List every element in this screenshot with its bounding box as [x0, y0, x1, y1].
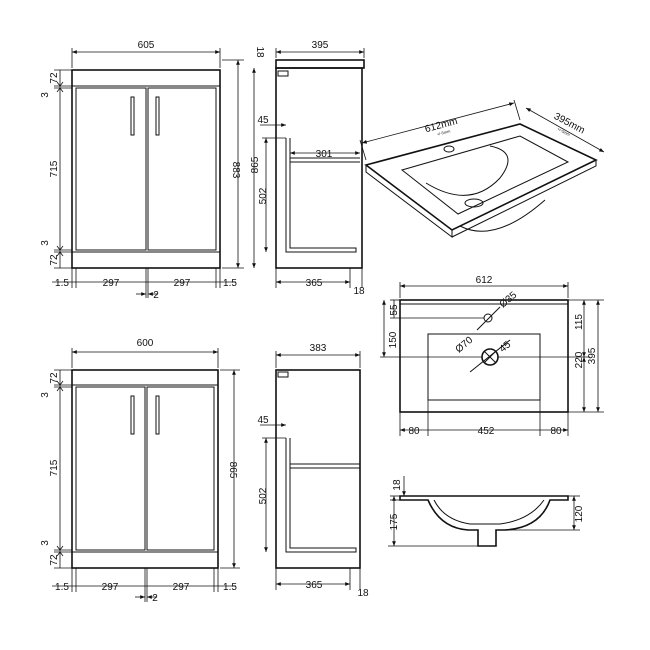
- dim-label-80-right: 80: [550, 426, 562, 437]
- dim-label-612: 612: [476, 275, 493, 286]
- top-side-worktop: [275, 59, 365, 69]
- dim-label-b-center-2: 2: [152, 593, 158, 604]
- dim-label-right-1.5: 1.5: [223, 278, 237, 289]
- dim-label-b-bottom-3: 3: [40, 540, 51, 546]
- bottom-side-body: [275, 369, 361, 569]
- basin-plan-bowl: [427, 333, 541, 401]
- dim-label-b-365: 365: [306, 580, 323, 591]
- bottom-side-label-plate: [277, 371, 289, 378]
- dim-label-395mm-tol: +/-5mm: [556, 126, 571, 137]
- dim-label-395-plan: 395: [587, 347, 598, 364]
- dim-label-b-top-3: 3: [40, 392, 51, 398]
- dim-label-18-top: 18: [254, 46, 265, 58]
- basin-section-view: 18 175 120: [388, 476, 585, 547]
- dim-label-b-door-right: 297: [173, 582, 190, 593]
- dim-label-55: 55: [389, 304, 400, 316]
- dim-label-395: 395: [312, 40, 329, 51]
- dim-label-18-bottom: 18: [353, 286, 365, 297]
- dim-label-dia35: Ø35: [498, 290, 520, 311]
- dim-label-top-72: 72: [49, 72, 60, 84]
- dim-label-b-715: 715: [49, 459, 60, 476]
- dim-label-865-front: 865: [227, 462, 238, 479]
- top-door-right: [147, 87, 217, 251]
- dim-label-18-section: 18: [392, 479, 403, 491]
- dim-label-383: 383: [310, 343, 327, 354]
- basin-section-profile: [399, 495, 569, 547]
- bottom-side-view: 383 45 502 365 18: [257, 343, 369, 599]
- bottom-handle-left: [130, 395, 135, 435]
- dim-label-365: 365: [306, 278, 323, 289]
- top-door-left: [75, 87, 147, 251]
- basin-iso-top: [364, 123, 598, 231]
- top-side-body: [275, 67, 363, 269]
- dim-label-left-1.5: 1.5: [55, 278, 69, 289]
- basin-plan-outline: [399, 299, 569, 413]
- top-side-view: 395 18 45 301 865 502 365 18: [250, 40, 365, 297]
- dim-label-door-left: 297: [103, 278, 120, 289]
- basin-isometric: 612mm +/-5mm 395mm +/-5mm: [359, 99, 605, 239]
- dim-label-605: 605: [138, 40, 155, 51]
- dim-label-175: 175: [389, 513, 400, 530]
- dim-label-b-bottom-72: 72: [49, 554, 60, 566]
- bottom-door-right: [146, 386, 215, 551]
- top-handle-left: [130, 96, 135, 136]
- basin-iso-waste: [464, 198, 484, 208]
- dim-label-door-right: 297: [174, 278, 191, 289]
- top-front-view: 605 883 72 3 715 3 72 1.5 297 2: [40, 40, 244, 301]
- dim-label-883: 883: [230, 162, 241, 179]
- top-side-label-plate: [277, 70, 289, 77]
- basin-plan-view: 612 Ø35 Ø70 45 55 150 115 220 395 80 452…: [380, 275, 604, 437]
- dim-label-452: 452: [478, 426, 495, 437]
- dim-label-301: 301: [316, 149, 333, 160]
- dim-label-b-left-1.5: 1.5: [55, 582, 69, 593]
- top-handle-right: [155, 96, 160, 136]
- dim-label-b-door-left: 297: [102, 582, 119, 593]
- dim-label-b-18: 18: [357, 588, 369, 599]
- bottom-handle-right: [155, 395, 160, 435]
- dim-label-dia70: Ø70: [454, 335, 476, 356]
- dim-label-b-45: 45: [257, 415, 269, 426]
- dim-label-bottom-72: 72: [49, 254, 60, 266]
- dim-label-center-2: 2: [153, 290, 159, 301]
- dim-label-115: 115: [574, 314, 585, 330]
- dim-label-45: 45: [257, 115, 269, 126]
- bottom-door-left: [75, 386, 146, 551]
- basin-plan-taphole: [483, 313, 493, 323]
- dim-label-600: 600: [137, 338, 154, 349]
- dim-label-b-502: 502: [258, 487, 269, 504]
- dim-label-bottom-3: 3: [40, 240, 51, 246]
- dim-label-502: 502: [258, 187, 269, 204]
- dim-label-715: 715: [49, 160, 60, 177]
- dim-label-220: 220: [574, 351, 585, 368]
- dim-label-865: 865: [250, 156, 261, 173]
- dim-label-150: 150: [388, 331, 399, 348]
- dim-label-612mm-tol: +/-5mm: [436, 128, 451, 137]
- basin-iso-taphole: [443, 145, 455, 153]
- basin-iso-bowl: [400, 135, 570, 215]
- dim-label-top-3: 3: [40, 92, 51, 98]
- dim-label-b-top-72: 72: [49, 372, 60, 384]
- top-side-shelf-bracket: [285, 138, 357, 253]
- dim-label-120: 120: [574, 505, 585, 522]
- dim-label-b-right-1.5: 1.5: [223, 582, 237, 593]
- dim-label-45-angle: 45: [498, 339, 514, 355]
- bottom-front-view: 600 865 72 3 715 3 72 1.5 297 2: [40, 338, 240, 604]
- dim-label-80-left: 80: [408, 426, 420, 437]
